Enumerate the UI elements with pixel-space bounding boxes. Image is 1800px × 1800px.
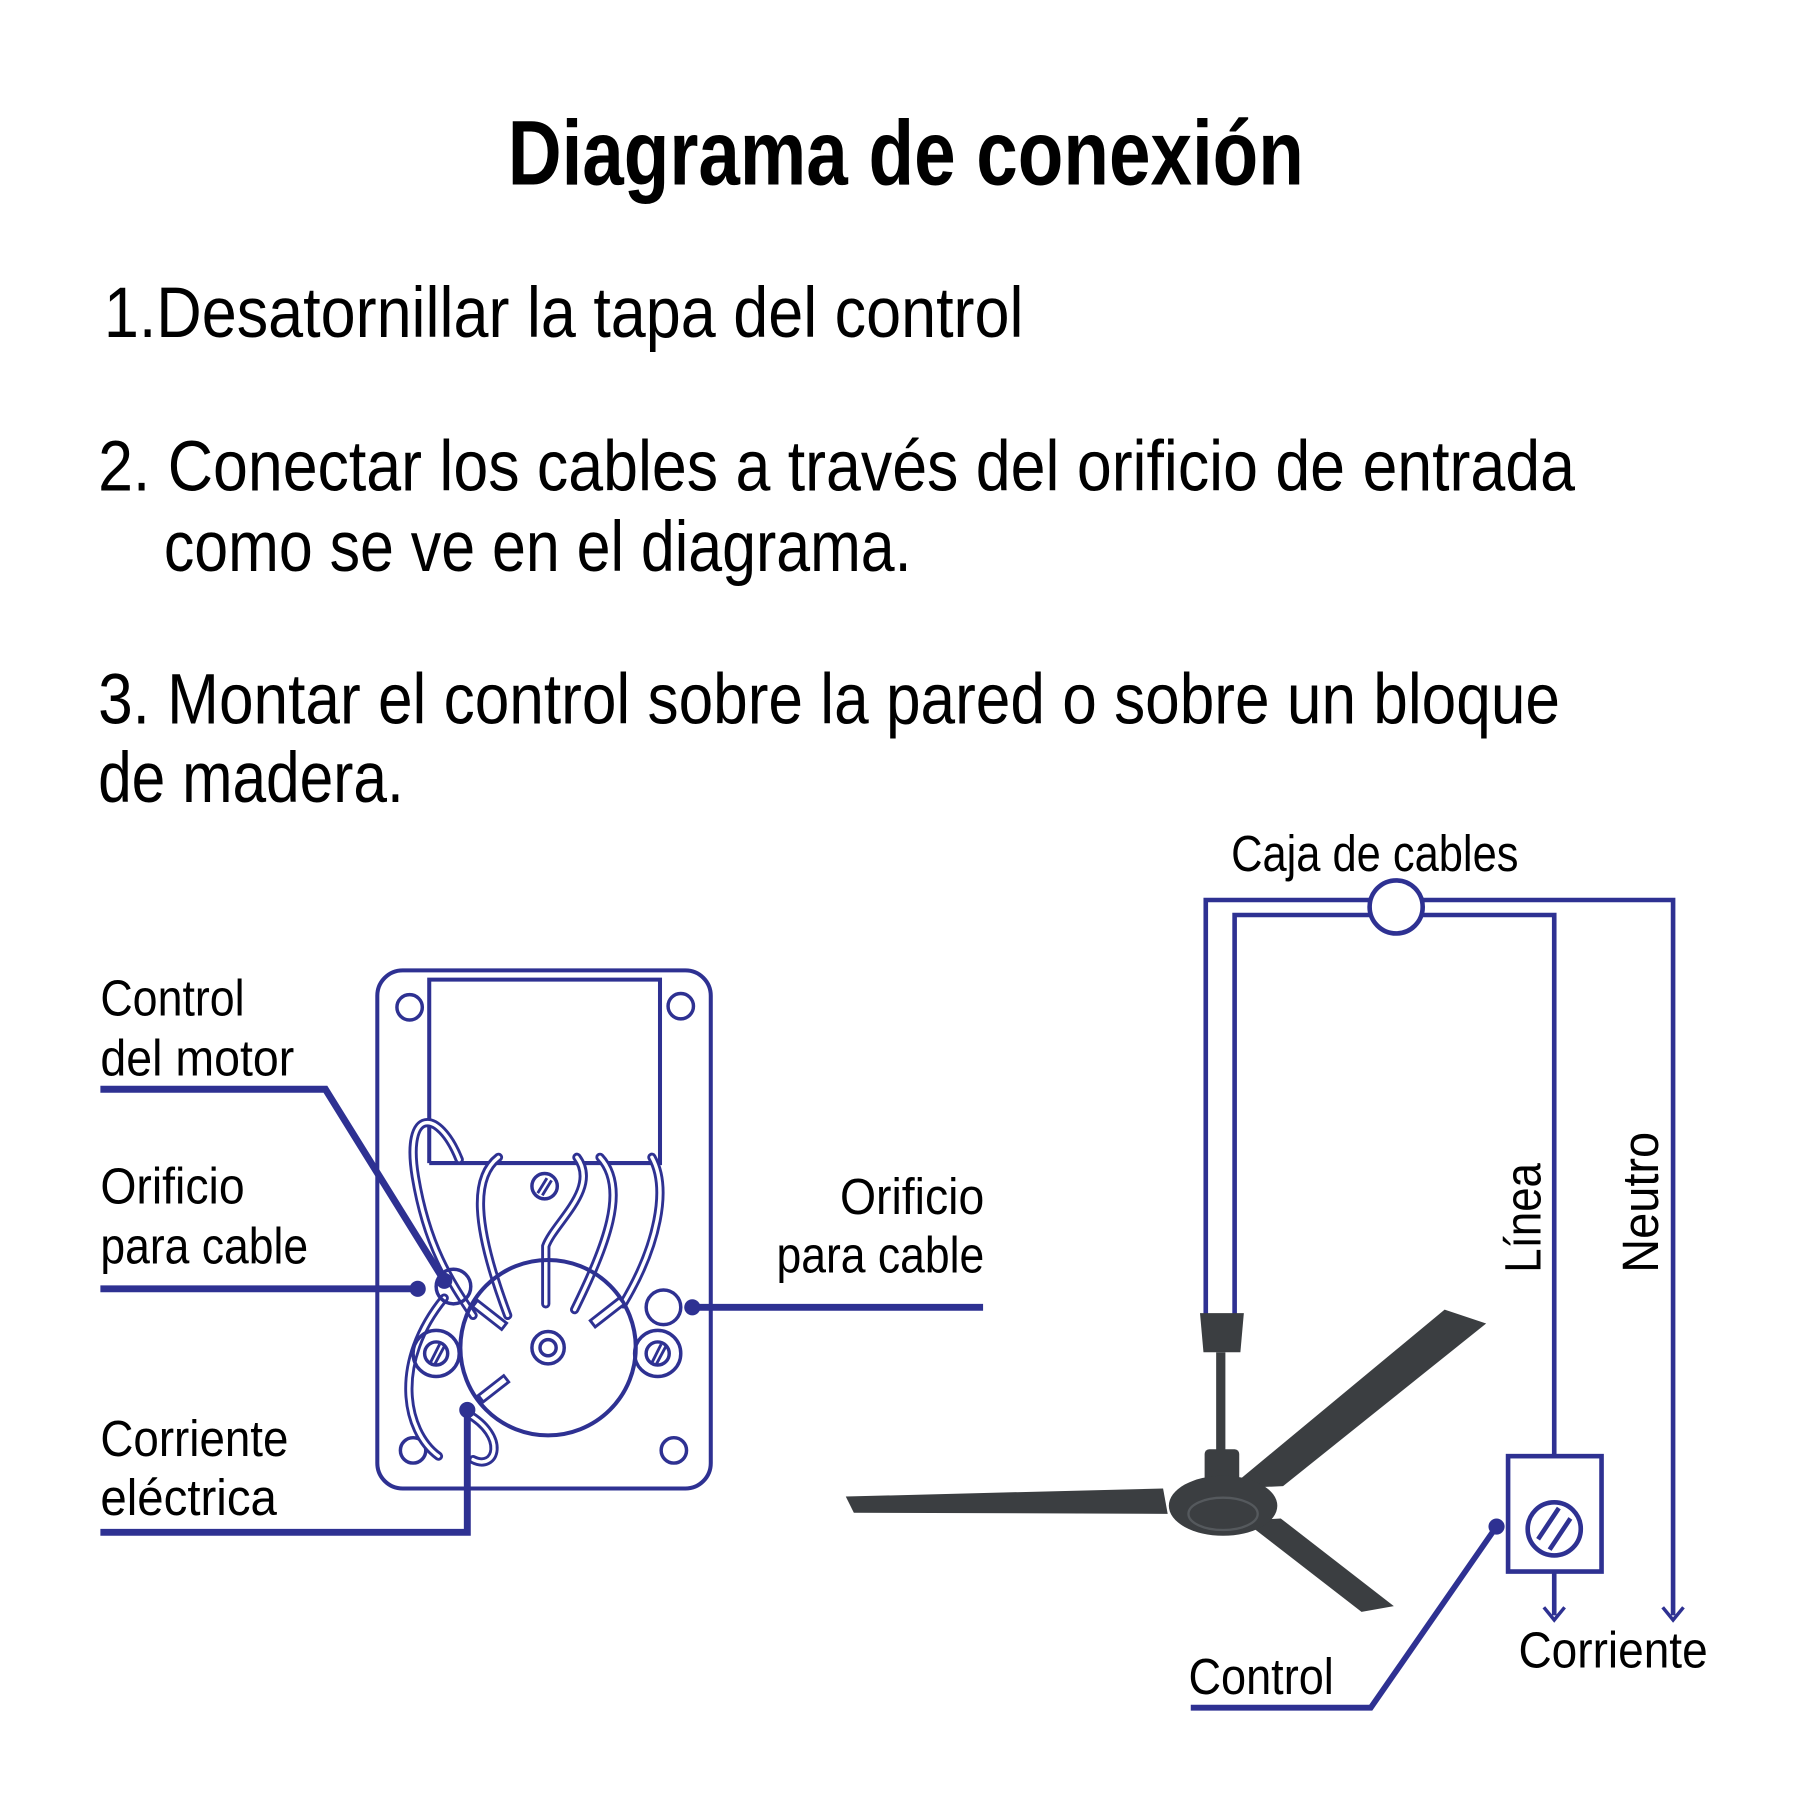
ceiling-fan-image	[845, 1309, 1487, 1612]
label-corriente-right: Corriente	[1518, 1621, 1707, 1678]
dial-shaft-icon	[530, 1329, 566, 1366]
cable-hole-right	[644, 1288, 683, 1327]
leader-dot	[684, 1299, 701, 1316]
screw-icon	[411, 1328, 461, 1379]
terminal-tab	[470, 1298, 509, 1332]
leader-control	[1190, 1524, 1499, 1711]
wires	[404, 1118, 665, 1467]
terminal-tab	[588, 1295, 627, 1329]
step-1: 1.Desatornillar la tapa del control	[104, 273, 1024, 353]
step-3-line-2: de madera.	[98, 738, 404, 818]
plate-outline	[375, 968, 713, 1491]
label-orificio-left-2: para cable	[100, 1217, 308, 1274]
step-3-line-1: 3. Montar el control sobre la pared o so…	[98, 659, 1560, 739]
label-caja-de-cables: Caja de cables	[1231, 825, 1518, 882]
step-2-line-1: 2. Conectar los cables a través del orif…	[98, 426, 1575, 506]
leader-dot	[459, 1401, 476, 1419]
label-control-right: Control	[1188, 1648, 1333, 1705]
screw-icon	[530, 1171, 560, 1201]
screw-icon	[632, 1328, 683, 1379]
dial-shaft-inner	[538, 1337, 558, 1358]
plate-window	[427, 977, 663, 1166]
label-corriente-1: Corriente	[100, 1410, 288, 1467]
leader-dot	[436, 1272, 453, 1289]
arrow-down-icon	[1661, 1606, 1685, 1623]
label-control-motor-1: Control	[100, 969, 244, 1026]
control-plate-diagram	[375, 968, 713, 1491]
neutral-wire	[1203, 897, 1676, 1616]
mount-hole-icon	[666, 991, 696, 1021]
leader-control-motor	[100, 1085, 448, 1283]
arrow-down-icon	[1542, 1606, 1566, 1623]
control-knob-icon	[1525, 1500, 1584, 1558]
leader-dot	[1488, 1518, 1505, 1535]
label-orificio-right-2: para cable	[777, 1227, 985, 1284]
leader-dot	[409, 1280, 426, 1297]
label-orificio-left-1: Orificio	[100, 1157, 244, 1214]
cable-hole-left	[434, 1267, 473, 1306]
step-2-line-2: como se ve en el diagrama.	[164, 507, 912, 587]
label-neutro: Neutro	[1612, 1132, 1669, 1273]
label-corriente-2: eléctrica	[100, 1469, 277, 1526]
mount-hole-icon	[395, 992, 425, 1022]
mount-hole-icon	[659, 1435, 689, 1465]
label-orificio-right-1: Orificio	[840, 1168, 984, 1225]
terminal-tab	[476, 1373, 511, 1404]
page-title: Diagrama de conexión	[508, 101, 1304, 205]
label-linea: Línea	[1494, 1162, 1551, 1272]
label-control-motor-2: del motor	[100, 1029, 294, 1086]
junction-box-icon	[1367, 878, 1425, 936]
leader-corriente	[100, 1409, 471, 1536]
